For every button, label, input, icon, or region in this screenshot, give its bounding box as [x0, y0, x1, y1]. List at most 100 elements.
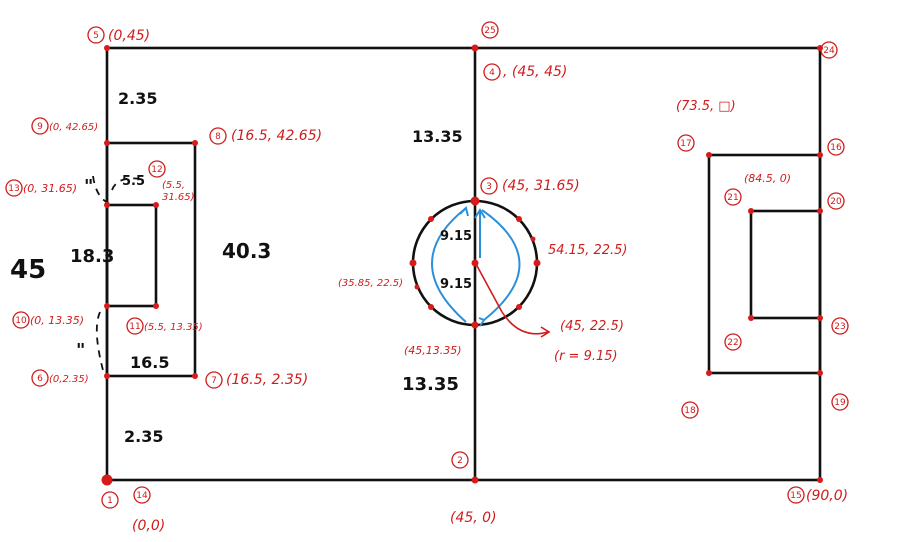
coord-p12-a: (5.5, — [162, 180, 185, 191]
right-blue-arc — [481, 209, 521, 321]
badge-24 — [820, 41, 838, 59]
coord-p3: (45, 31.65) — [502, 178, 580, 194]
circle-lr-dot — [516, 304, 522, 310]
coord-circle-bottom: (45,13.35) — [404, 344, 462, 357]
point-18-dot — [706, 370, 712, 376]
badge-9 — [31, 117, 49, 135]
measure-quote-lower: " — [76, 340, 85, 361]
badge-3-text: 3 — [486, 182, 492, 192]
badge-9-text: 9 — [37, 122, 43, 132]
badge-25-text: 25 — [484, 26, 495, 36]
badge-19 — [831, 393, 849, 411]
badge-5-text: 5 — [93, 31, 99, 41]
number-badges: 1 14 2 3 4 5 25 24 9 8 12 13 10 11 6 7 1 — [5, 21, 849, 509]
badge-10 — [12, 311, 30, 329]
badge-13 — [5, 179, 23, 197]
badge-8 — [209, 127, 227, 145]
badge-2-text: 2 — [457, 456, 463, 466]
measure-top-gap-left: 2.35 — [118, 89, 157, 108]
point-12-dot — [153, 202, 159, 208]
point-21-dot — [748, 208, 754, 214]
coord-p21: (84.5, 0) — [744, 172, 791, 185]
badge-18-text: 18 — [684, 406, 696, 416]
point-16-dot — [817, 152, 823, 158]
circle-center-dot — [471, 259, 479, 267]
coord-p9: (0, 42.65) — [49, 122, 98, 133]
badge-21 — [724, 188, 742, 206]
coord-p6: (0,2.35) — [49, 374, 89, 385]
badge-12 — [148, 160, 166, 178]
badge-4-text: 4 — [489, 68, 495, 78]
measure-penalty-area-height: 40.3 — [222, 239, 271, 263]
badge-12-text: 12 — [151, 165, 162, 175]
point-3-dot — [470, 196, 480, 206]
badge-11 — [126, 317, 144, 335]
point-17-dot — [706, 152, 712, 158]
point-15-dot — [817, 477, 823, 483]
badge-7 — [205, 371, 223, 389]
measure-goal-area-height: 18.3 — [70, 246, 114, 267]
coord-p2: (45, 0) — [450, 510, 497, 526]
coord-p1: (0,0) — [132, 518, 165, 534]
badge-6-text: 6 — [37, 374, 43, 384]
point-11-dot — [153, 303, 159, 309]
badge-14-text: 14 — [136, 491, 148, 501]
circle-l2-dot — [414, 284, 420, 290]
badge-18 — [681, 401, 699, 419]
coord-p11: (5.5, 13.35) — [144, 322, 203, 333]
circle-right-dot — [533, 259, 541, 267]
right-goal-area — [749, 209, 822, 320]
badge-22 — [724, 333, 742, 351]
badge-16 — [827, 138, 845, 156]
coord-p17: (73.5, □) — [676, 99, 736, 114]
point-1-dot — [101, 474, 113, 486]
radius-callout — [501, 311, 549, 335]
badge-23 — [831, 317, 849, 335]
badge-24-text: 24 — [823, 46, 835, 56]
point-5-dot — [104, 45, 110, 51]
badge-6 — [31, 369, 49, 387]
badge-16-text: 16 — [830, 143, 842, 153]
badge-20-text: 20 — [830, 197, 842, 207]
coord-p7: (16.5, 2.35) — [226, 372, 308, 388]
badge-5 — [87, 26, 105, 44]
lower-dashed-arc — [95, 311, 105, 375]
point-4-dot — [471, 44, 479, 52]
coord-radius: (r = 9.15) — [554, 349, 618, 364]
measure-bottom-gap-left: 2.35 — [124, 427, 163, 446]
point-20-dot — [817, 208, 823, 214]
badge-21-text: 21 — [727, 193, 738, 203]
upper-dashed-arc-2 — [111, 177, 147, 191]
coord-p10: (0, 13.35) — [30, 314, 84, 327]
radius-line — [475, 263, 503, 313]
measure-center-top: 13.35 — [412, 127, 463, 146]
pitch-lines — [105, 46, 822, 482]
measure-goal-box-width: 5.5 — [122, 174, 145, 189]
circle-left-dot — [409, 259, 417, 267]
measure-center-bottom: 13.35 — [402, 374, 459, 395]
left-penalty-area — [105, 141, 197, 378]
point-23-dot — [817, 315, 823, 321]
measure-circle-upper-radius: 9.15 — [440, 229, 472, 244]
coordinate-labels: (0,45) , (45, 45) (0, 42.65) (16.5, 42.6… — [23, 28, 848, 534]
measurement-labels: 2.35 2.35 5.5 18.3 45 40.3 16.5 13.35 13… — [10, 89, 472, 446]
coord-p4: , (45, 45) — [503, 64, 567, 80]
arrow-head-3 — [478, 317, 486, 327]
circle-bottom-dot — [471, 321, 479, 329]
badge-15 — [787, 486, 805, 504]
badge-4 — [483, 63, 501, 81]
measure-quote-upper: " — [84, 176, 93, 197]
arrow-head-2 — [459, 206, 469, 217]
point-8-dot — [192, 140, 198, 146]
point-9-dot — [104, 140, 110, 146]
coord-p12-b: 31.65) — [162, 192, 195, 203]
badge-17-text: 17 — [680, 139, 691, 149]
badge-17 — [677, 134, 695, 152]
coord-p8: (16.5, 42.65) — [231, 128, 322, 144]
circle-r2-dot — [530, 236, 536, 242]
badge-23-text: 23 — [834, 322, 845, 332]
left-goal-area — [105, 203, 158, 308]
point-22-dot — [748, 315, 754, 321]
circle-ll-dot — [428, 304, 434, 310]
